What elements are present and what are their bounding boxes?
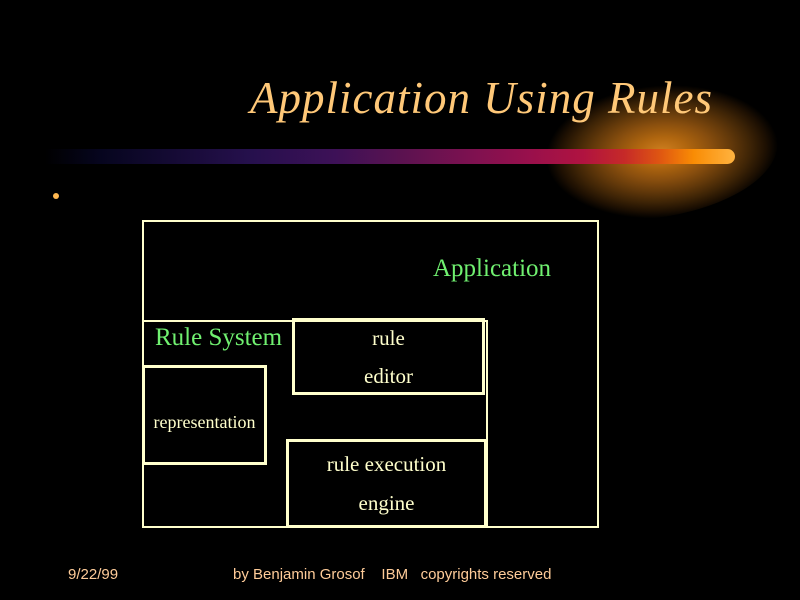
footer-credit: by Benjamin Grosof IBM copyrights reserv…: [233, 566, 552, 583]
representation-label: representation: [145, 368, 264, 462]
rule-execution-engine-box: rule execution engine: [286, 439, 487, 528]
representation-box: representation: [142, 365, 267, 465]
application-label: Application: [433, 255, 552, 282]
rule-execution-label-line1: rule execution: [326, 451, 447, 476]
rule-editor-label-line2: editor: [364, 363, 413, 388]
rule-execution-engine-label: rule execution engine: [289, 442, 484, 525]
slide-title: Application Using Rules: [250, 73, 713, 123]
title-underline-gradient-bar: [45, 149, 735, 164]
rule-editor-label-line1: rule: [372, 325, 405, 350]
bullet-dot: [53, 193, 59, 199]
rule-execution-label-line2: engine: [358, 490, 415, 515]
representation-label-text: representation: [153, 412, 256, 432]
rule-system-label: Rule System: [155, 324, 283, 351]
rule-editor-box: rule editor: [292, 318, 485, 395]
footer-date: 9/22/99: [68, 566, 119, 583]
rule-editor-label: rule editor: [295, 321, 482, 392]
